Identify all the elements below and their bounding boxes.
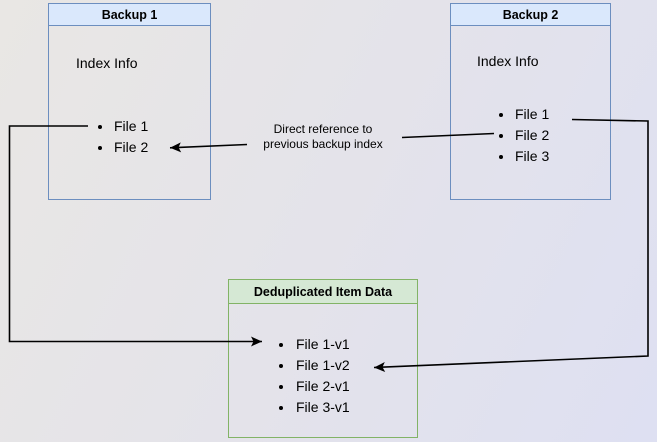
bullet-icon [279,342,283,347]
file-label: File 3-v1 [296,399,350,415]
direct-reference-label: Direct reference to previous backup inde… [238,122,408,152]
backup1-index-info-label: Index Info [76,55,138,71]
backup2-file-list: File 1 File 2 File 3 [489,104,549,167]
dedup-title: Deduplicated Item Data [229,280,417,304]
backup2-box: Backup 2 Index Info File 1 File 2 File 3 [450,3,611,200]
list-item: File 2 [489,125,549,146]
list-item: File 1 [489,104,549,125]
bullet-icon [279,363,283,368]
dedup-box: Deduplicated Item Data File 1-v1 File 1-… [228,279,418,438]
file-label: File 2 [114,139,149,155]
list-item: File 1-v1 [269,334,350,355]
backup1-file-list: File 1 File 2 [88,116,148,158]
list-item: File 3 [489,146,549,167]
file-label: File 3 [515,148,550,164]
backup1-title: Backup 1 [49,4,210,26]
direct-reference-label-line1: Direct reference to [273,122,373,136]
backup2-index-info-label: Index Info [477,53,539,69]
list-item: File 1-v2 [269,355,350,376]
file-label: File 2 [515,127,550,143]
list-item: File 2-v1 [269,376,350,397]
backup2-title: Backup 2 [451,4,610,26]
bullet-icon [279,405,283,410]
backup1-box: Backup 1 Index Info File 1 File 2 [48,3,211,200]
bullet-icon [98,145,102,150]
file-label: File 1-v1 [296,336,350,352]
file-label: File 2-v1 [296,378,350,394]
list-item: File 2 [88,137,148,158]
list-item: File 1 [88,116,148,137]
bullet-icon [279,384,283,389]
file-label: File 1-v2 [296,357,350,373]
list-item: File 3-v1 [269,397,350,418]
bullet-icon [499,133,503,138]
file-label: File 1 [114,118,149,134]
bullet-icon [499,112,503,117]
bullet-icon [499,154,503,159]
file-label: File 1 [515,106,550,122]
dedup-file-list: File 1-v1 File 1-v2 File 2-v1 File 3-v1 [269,334,350,418]
bullet-icon [98,124,102,129]
direct-reference-label-line2: previous backup index [263,137,383,151]
